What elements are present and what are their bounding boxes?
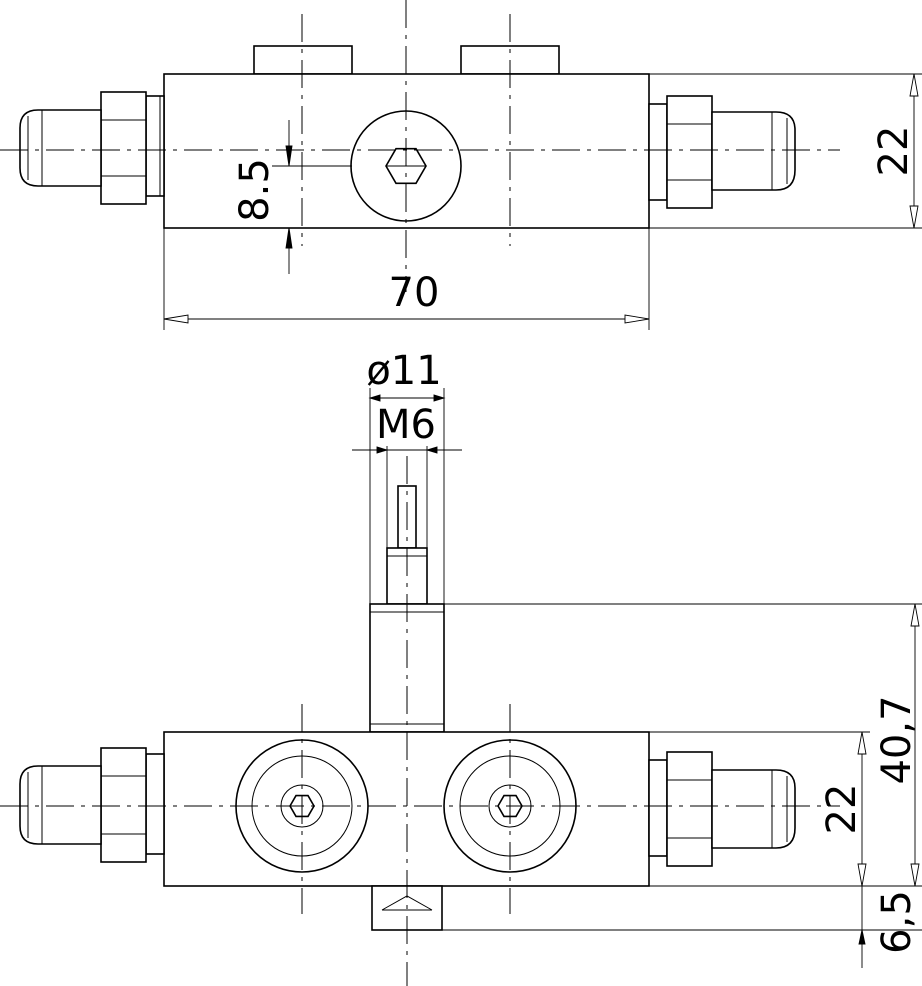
length-dimension: 70 [389,270,440,316]
right-fitting-top [648,95,796,209]
top-view: 22 8.5 70 [0,0,922,330]
overall-height-dimension: 40,7 [874,695,920,784]
top-boss-left [253,45,353,75]
front-height-dimension: 22 [819,784,865,835]
outer-diameter-dimension: ø11 [366,348,441,394]
port-offset-dimension: 8.5 [232,158,278,222]
foot-height-dimension: 6,5 [874,890,920,954]
right-fitting-front [648,751,796,867]
left-fitting-front [19,747,165,863]
left-fitting-top [19,91,165,205]
front-view: ø11 M6 40,7 22 6,5 [0,348,922,986]
thread-dimension: M6 [376,402,436,448]
top-height-dimension: 22 [871,126,917,177]
